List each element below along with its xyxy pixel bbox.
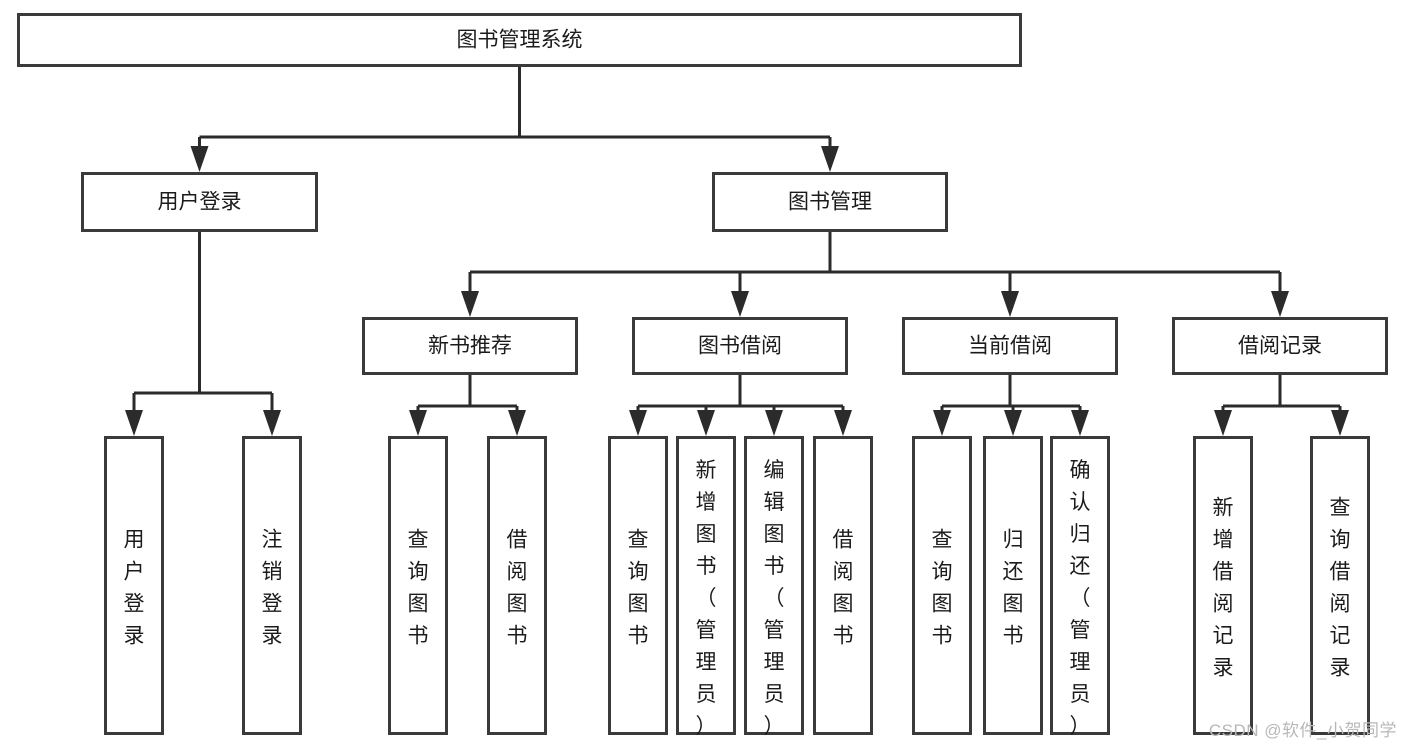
arrow-head-icon-user-login-action xyxy=(125,410,143,436)
node-box-user-login-action xyxy=(104,436,164,735)
node-current-return-book[interactable]: 归还图书 xyxy=(983,436,1043,735)
node-label-record-query-borrow-record: 查询借阅记录 xyxy=(1330,496,1351,679)
node-label-borrow-add-book-admin: 新增图书（管理员） xyxy=(696,459,717,738)
node-box-borrow-borrow-book xyxy=(813,436,873,735)
edges-layer xyxy=(125,67,1349,436)
node-root[interactable]: 图书管理系统 xyxy=(17,13,1022,67)
nodes-layer: 用户登录图书管理图书管理系统用户登录注销登录新书推荐查询图书借阅图书图书借阅查询… xyxy=(17,13,1388,739)
node-borrow-records[interactable]: 借阅记录 xyxy=(1172,317,1388,375)
node-box-recommend-query-book xyxy=(388,436,448,735)
node-box-borrow-add-book-admin xyxy=(676,436,736,735)
node-box-borrow-query-book xyxy=(608,436,668,735)
node-box-book-management xyxy=(712,172,948,232)
node-label-user-logout-action: 注销登录 xyxy=(262,528,283,647)
node-label-book-borrow: 图书借阅 xyxy=(698,335,782,358)
arrow-head-icon-book-management xyxy=(821,146,839,172)
arrow-head-icon-current-query-book xyxy=(933,410,951,436)
arrow-head-icon-record-add-borrow-record xyxy=(1214,410,1232,436)
node-label-user-login-action: 用户登录 xyxy=(124,528,145,647)
node-borrow-edit-book-admin[interactable]: 编辑图书（管理员） xyxy=(744,436,804,739)
arrow-head-icon-borrow-add-book-admin xyxy=(697,410,715,436)
arrow-head-icon-recommend-borrow-book xyxy=(508,410,526,436)
node-book-management[interactable]: 图书管理 xyxy=(712,172,948,232)
node-box-user-logout-action xyxy=(242,436,302,735)
arrow-head-icon-user-login xyxy=(190,146,209,172)
node-borrow-borrow-book[interactable]: 借阅图书 xyxy=(813,436,873,735)
arrow-head-icon-record-query-borrow-record xyxy=(1331,410,1349,436)
node-label-user-login: 用户登录 xyxy=(158,191,242,214)
node-label-recommend-query-book: 查询图书 xyxy=(408,528,429,647)
arrow-head-icon-borrow-records xyxy=(1271,291,1289,317)
node-box-current-return-book xyxy=(983,436,1043,735)
arrow-head-icon-borrow-edit-book-admin xyxy=(765,410,783,436)
node-user-login-action[interactable]: 用户登录 xyxy=(104,436,164,735)
node-label-new-book-recommend: 新书推荐 xyxy=(428,335,512,358)
node-recommend-borrow-book[interactable]: 借阅图书 xyxy=(487,436,547,735)
node-label-borrow-query-book: 查询图书 xyxy=(628,528,649,647)
node-label-borrow-records: 借阅记录 xyxy=(1238,335,1322,358)
node-borrow-add-book-admin[interactable]: 新增图书（管理员） xyxy=(676,436,736,739)
node-box-borrow-records xyxy=(1172,317,1388,375)
node-current-borrow[interactable]: 当前借阅 xyxy=(902,317,1118,375)
node-label-book-management: 图书管理 xyxy=(788,191,872,214)
node-label-borrow-edit-book-admin: 编辑图书（管理员） xyxy=(764,459,785,738)
node-borrow-query-book[interactable]: 查询图书 xyxy=(608,436,668,735)
node-user-login[interactable]: 用户登录 xyxy=(81,172,318,232)
arrow-head-icon-current-return-book xyxy=(1004,410,1022,436)
node-box-current-confirm-return-admin xyxy=(1050,436,1110,735)
node-label-root: 图书管理系统 xyxy=(457,29,583,52)
node-box-borrow-edit-book-admin xyxy=(744,436,804,735)
node-box-root xyxy=(17,13,1022,67)
arrow-head-icon-user-logout-action xyxy=(263,410,281,436)
arrow-head-icon-book-borrow xyxy=(731,291,749,317)
node-box-current-borrow xyxy=(902,317,1118,375)
arrow-head-icon-current-confirm-return-admin xyxy=(1071,410,1089,436)
node-current-confirm-return-admin[interactable]: 确认归还（管理员） xyxy=(1050,436,1110,739)
arrow-head-icon-new-book-recommend xyxy=(461,291,479,317)
node-new-book-recommend[interactable]: 新书推荐 xyxy=(362,317,578,375)
node-record-add-borrow-record[interactable]: 新增借阅记录 xyxy=(1193,436,1253,735)
arrow-head-icon-recommend-query-book xyxy=(409,410,427,436)
node-box-record-add-borrow-record xyxy=(1193,436,1253,735)
node-label-borrow-borrow-book: 借阅图书 xyxy=(833,528,854,647)
node-box-recommend-borrow-book xyxy=(487,436,547,735)
arrow-head-icon-current-borrow xyxy=(1001,291,1019,317)
arrow-head-icon-borrow-query-book xyxy=(629,410,647,436)
node-box-current-query-book xyxy=(912,436,972,735)
node-label-current-query-book: 查询图书 xyxy=(932,528,953,647)
node-box-record-query-borrow-record xyxy=(1310,436,1370,735)
node-user-logout-action[interactable]: 注销登录 xyxy=(242,436,302,735)
node-box-book-borrow xyxy=(632,317,848,375)
node-label-current-borrow: 当前借阅 xyxy=(968,335,1052,358)
node-label-recommend-borrow-book: 借阅图书 xyxy=(507,528,528,647)
node-label-current-confirm-return-admin: 确认归还（管理员） xyxy=(1070,459,1091,738)
arrow-head-icon-borrow-borrow-book xyxy=(834,410,852,436)
node-book-borrow[interactable]: 图书借阅 xyxy=(632,317,848,375)
node-label-current-return-book: 归还图书 xyxy=(1003,528,1024,647)
node-box-new-book-recommend xyxy=(362,317,578,375)
node-box-user-login xyxy=(81,172,318,232)
node-recommend-query-book[interactable]: 查询图书 xyxy=(388,436,448,735)
node-current-query-book[interactable]: 查询图书 xyxy=(912,436,972,735)
node-record-query-borrow-record[interactable]: 查询借阅记录 xyxy=(1310,436,1370,735)
node-label-record-add-borrow-record: 新增借阅记录 xyxy=(1213,496,1234,679)
